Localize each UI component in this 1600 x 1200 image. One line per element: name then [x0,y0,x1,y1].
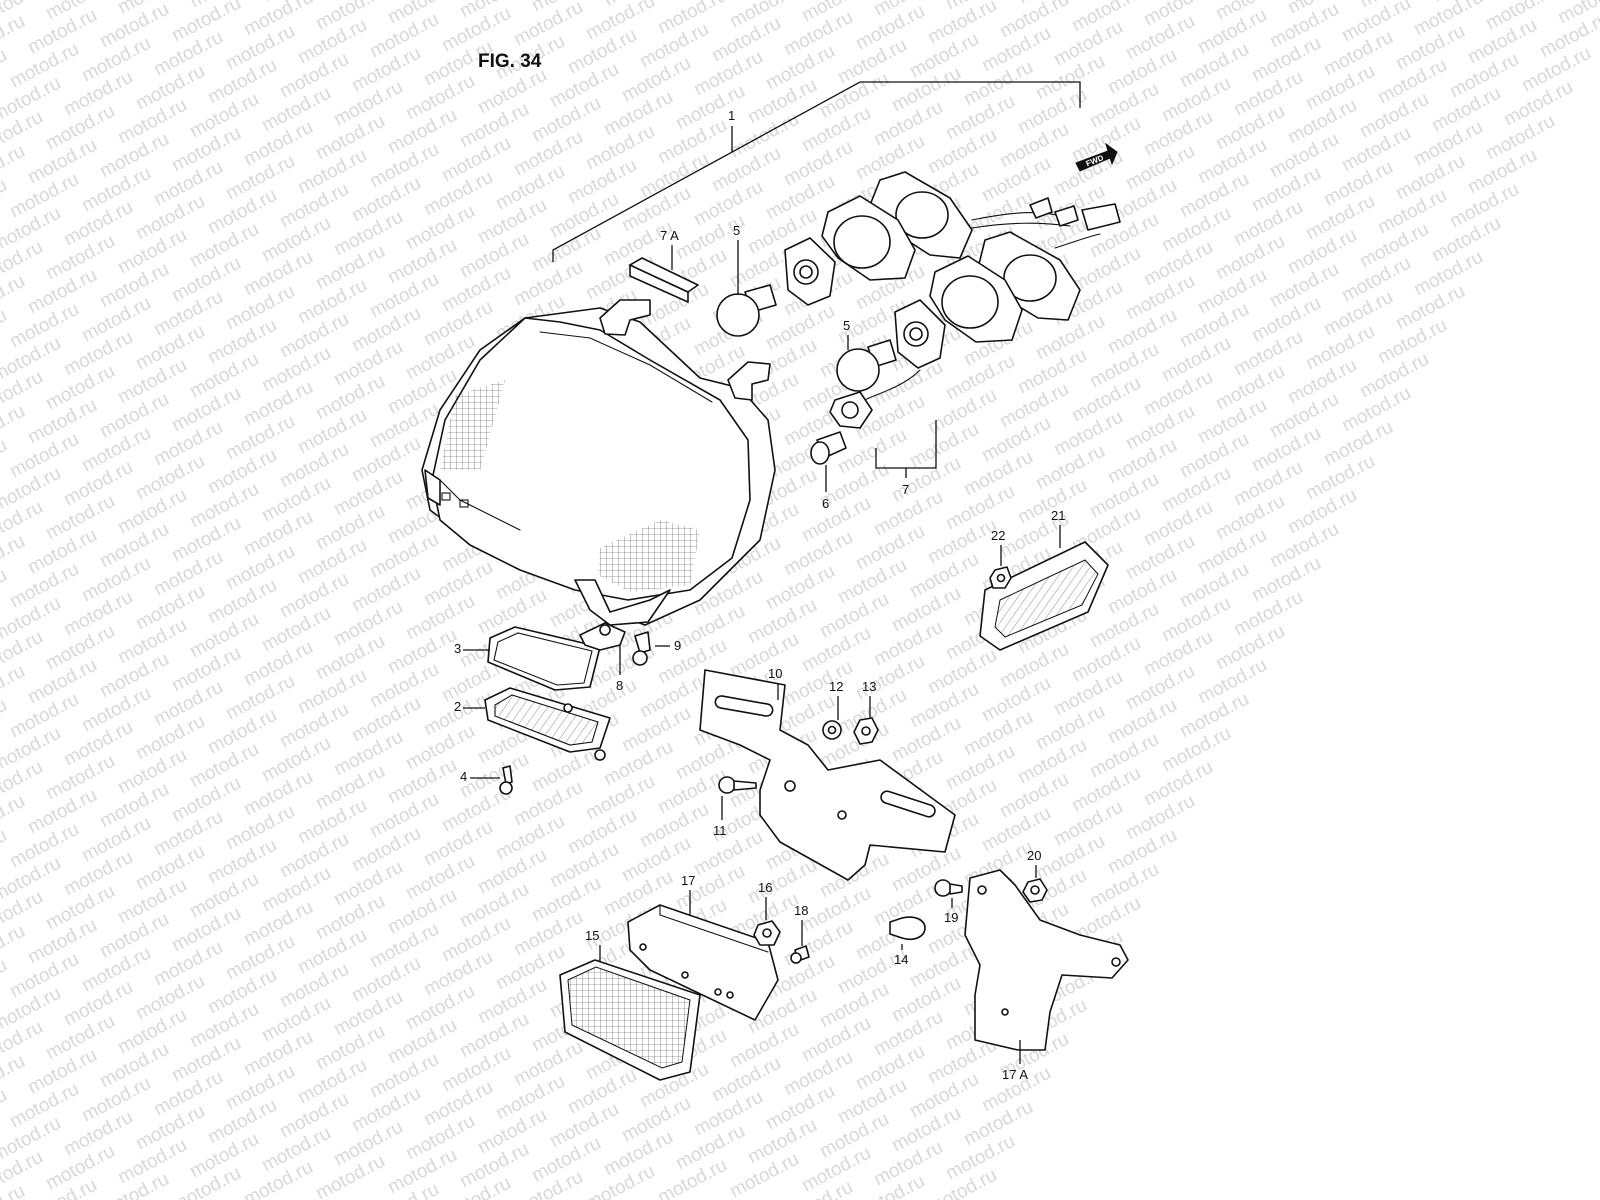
side-reflector [979,541,1109,651]
callout-14: 14 [894,952,908,967]
callout-labels: 7 A 5 5 6 7 3 2 4 8 9 10 12 13 11 22 21 … [454,223,1065,1082]
figure-title: FIG. 34 [478,51,542,72]
callout-1: 1 [728,108,735,123]
lens-gasket-parts [484,626,611,761]
callout-15: 15 [585,928,599,943]
callout-7a: 7 A [660,228,679,243]
license-lamp-parts [559,869,1129,1081]
callout-13: 13 [862,679,876,694]
callout-8: 8 [616,678,623,693]
callout-9: 9 [674,638,681,653]
headlight-housing [421,299,776,626]
assembly-bracket-line [552,81,1081,262]
washer-nut-parts [718,717,879,794]
callout-20: 20 [1027,848,1041,863]
callout-11: 11 [713,823,727,838]
callout-6: 6 [822,496,829,511]
callout-10: 10 [768,666,782,681]
callout-17a: 17 A [1002,1067,1028,1082]
callout-5-lower: 5 [843,318,850,333]
license-bracket [699,669,956,881]
callout-18: 18 [794,903,808,918]
bulb-socket-assembly [784,171,1121,429]
callout-17: 17 [681,873,695,888]
callout-4: 4 [460,769,467,784]
callout-7: 7 [902,482,909,497]
leader-lines [463,240,1061,1064]
callout-19: 19 [944,910,958,925]
callout-5-upper: 5 [733,223,740,238]
callout-21: 21 [1051,508,1065,523]
callout-12: 12 [829,679,843,694]
callout-16: 16 [758,880,772,895]
callout-2: 2 [454,699,461,714]
callout-3: 3 [454,641,461,656]
callout-22: 22 [991,528,1005,543]
